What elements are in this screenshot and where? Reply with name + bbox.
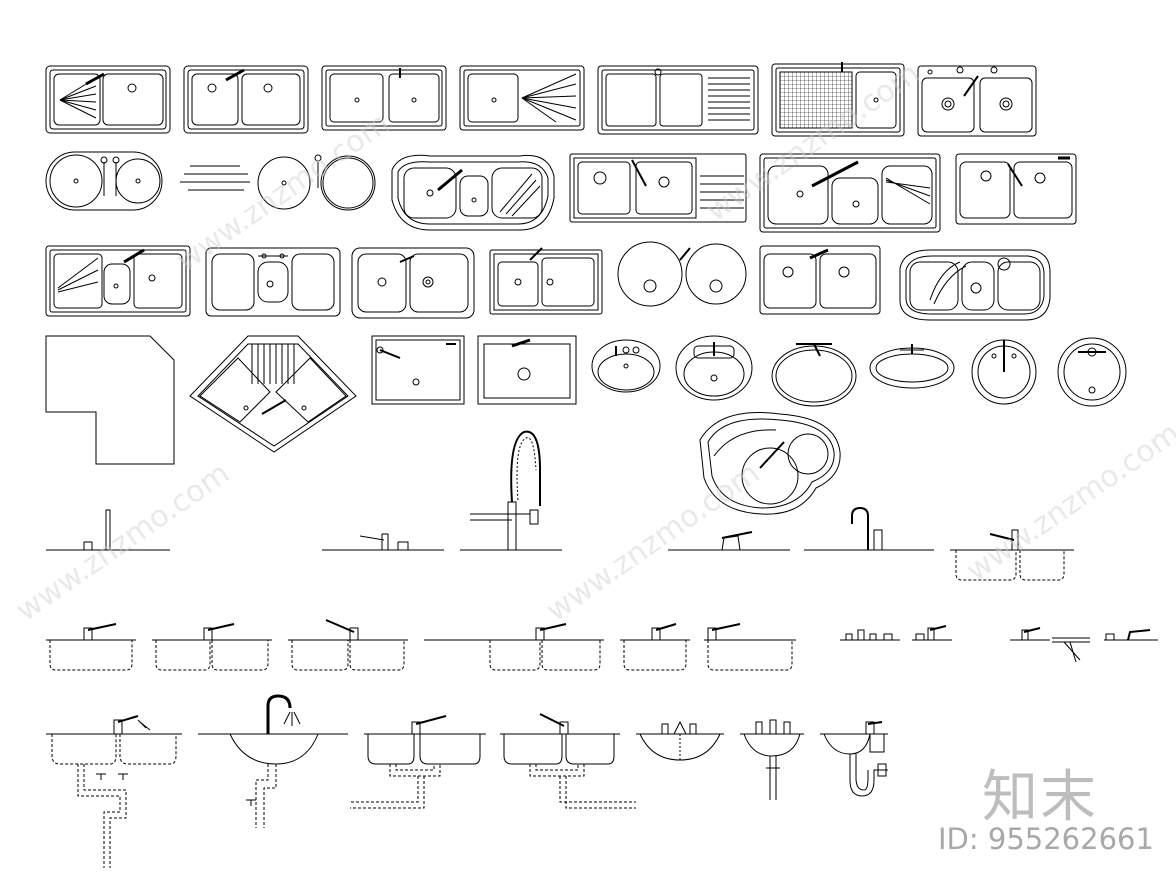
sink-section-1 xyxy=(46,623,136,671)
sink-plan-6 xyxy=(771,62,905,137)
plumbing-section-2 xyxy=(198,694,348,828)
sink-plan-1 xyxy=(45,65,171,134)
sink-plan-19 xyxy=(759,245,881,315)
sink-plan-14 xyxy=(45,245,191,317)
sink-section-4 xyxy=(424,623,604,671)
round-sink-plan xyxy=(699,411,841,515)
sink-plan-15 xyxy=(205,247,341,317)
plumbing-section-1 xyxy=(46,715,182,868)
sink-plan-2 xyxy=(183,65,309,134)
sink-plan-22 xyxy=(477,335,577,405)
sink-plan-11 xyxy=(569,153,747,223)
corner-sink xyxy=(189,335,357,453)
drainboard-lines xyxy=(180,165,250,191)
corner-counter xyxy=(45,335,175,465)
faucet-set-right xyxy=(1010,627,1158,663)
faucet-elevation-3 xyxy=(460,430,562,551)
faucet-elevation-1 xyxy=(46,509,170,551)
sink-plan-18 xyxy=(617,241,747,307)
sink-plan-8 xyxy=(45,151,163,211)
sink-plan-4 xyxy=(459,65,585,131)
sink-plan-5 xyxy=(597,65,759,135)
basin-plan-4 xyxy=(869,344,955,389)
sink-section-5 xyxy=(620,623,690,671)
sink-plan-20 xyxy=(899,249,1051,321)
sink-plan-7 xyxy=(917,65,1037,137)
plumbing-section-7 xyxy=(820,721,888,797)
basin-plan-1 xyxy=(591,339,661,393)
plumbing-section-6 xyxy=(740,719,804,800)
sink-section-2 xyxy=(152,623,272,671)
sink-plan-9 xyxy=(257,154,376,211)
sink-plan-17 xyxy=(489,247,603,315)
basin-plan-6 xyxy=(1057,337,1127,407)
basin-plan-2 xyxy=(675,335,753,401)
sink-section-3 xyxy=(288,619,408,671)
plumbing-section-4 xyxy=(500,713,636,809)
sink-plan-10 xyxy=(391,154,555,231)
basin-plan-5 xyxy=(971,339,1037,405)
sink-plan-21 xyxy=(371,335,465,405)
sink-plan-3 xyxy=(321,65,447,131)
faucet-elevation-4 xyxy=(668,531,790,551)
faucet-sink-section-1 xyxy=(950,529,1074,581)
sink-plan-12 xyxy=(759,153,941,233)
watermark-id: ID: 955262661 xyxy=(938,822,1154,856)
faucet-set-small xyxy=(840,625,952,641)
plumbing-section-5 xyxy=(636,720,724,761)
sink-section-6 xyxy=(704,623,796,671)
sink-plan-16 xyxy=(351,247,475,319)
basin-plan-3 xyxy=(771,343,857,407)
faucet-elevation-2 xyxy=(322,533,444,551)
watermark-logo: 知末 xyxy=(982,765,1098,830)
sink-plan-13 xyxy=(955,153,1077,225)
faucet-elevation-5 xyxy=(804,506,934,551)
plumbing-section-3 xyxy=(350,715,486,809)
